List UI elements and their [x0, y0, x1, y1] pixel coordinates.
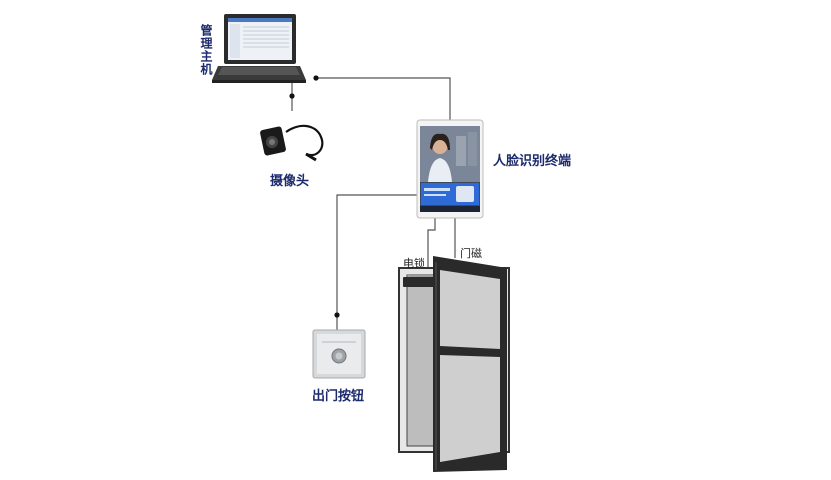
face-terminal-label: 人脸识别终端 [493, 154, 572, 169]
line-terminal-button [336, 194, 418, 330]
exit-button-label: 出门按钮 [312, 389, 365, 404]
management-host-label: 管理主机 [199, 24, 213, 76]
exit-button-icon [312, 329, 366, 379]
door-magnet-label: 门磁 [460, 247, 482, 260]
connection-dots [289, 75, 340, 318]
face-terminal-icon [416, 119, 484, 219]
camera-label: 摄像头 [270, 174, 310, 189]
connection-lines [291, 77, 456, 330]
line-host-terminal [316, 77, 451, 121]
door-icon [398, 256, 510, 472]
camera-icon [260, 124, 324, 162]
line-terminal-lock [427, 218, 436, 270]
laptop-icon [212, 14, 306, 83]
electric-lock-device [403, 277, 435, 287]
electric-lock-label: 电锁 [403, 257, 425, 270]
